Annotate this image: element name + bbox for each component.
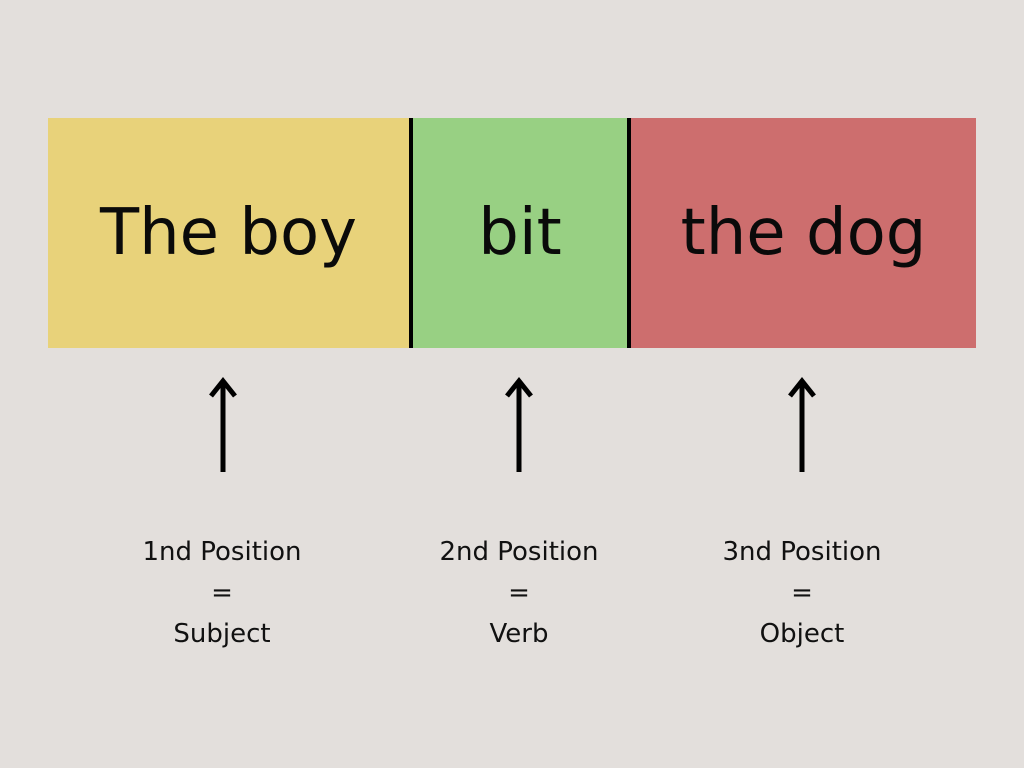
- object-role-text: Object: [759, 619, 845, 649]
- verb-text: bit: [478, 196, 562, 270]
- verb-segment: bit: [409, 118, 627, 348]
- subject-text: The boy: [99, 196, 358, 270]
- subject-label: 1nd Position = Subject: [102, 532, 342, 655]
- verb-role-text: Verb: [489, 619, 549, 649]
- subject-equals-text: =: [211, 578, 233, 608]
- arrow-up-icon: [788, 376, 816, 472]
- object-position-text: 3nd Position: [722, 537, 882, 567]
- object-text: the dog: [680, 196, 927, 270]
- subject-position-text: 1nd Position: [142, 537, 302, 567]
- sentence-bar: The boy bit the dog: [48, 118, 976, 348]
- arrow-up-icon: [209, 376, 237, 472]
- arrow-up-icon: [505, 376, 533, 472]
- subject-role-text: Subject: [173, 619, 271, 649]
- verb-position-text: 2nd Position: [439, 537, 599, 567]
- object-equals-text: =: [791, 578, 813, 608]
- object-label: 3nd Position = Object: [682, 532, 922, 655]
- verb-equals-text: =: [508, 578, 530, 608]
- subject-segment: The boy: [48, 118, 409, 348]
- verb-label: 2nd Position = Verb: [399, 532, 639, 655]
- object-segment: the dog: [627, 118, 976, 348]
